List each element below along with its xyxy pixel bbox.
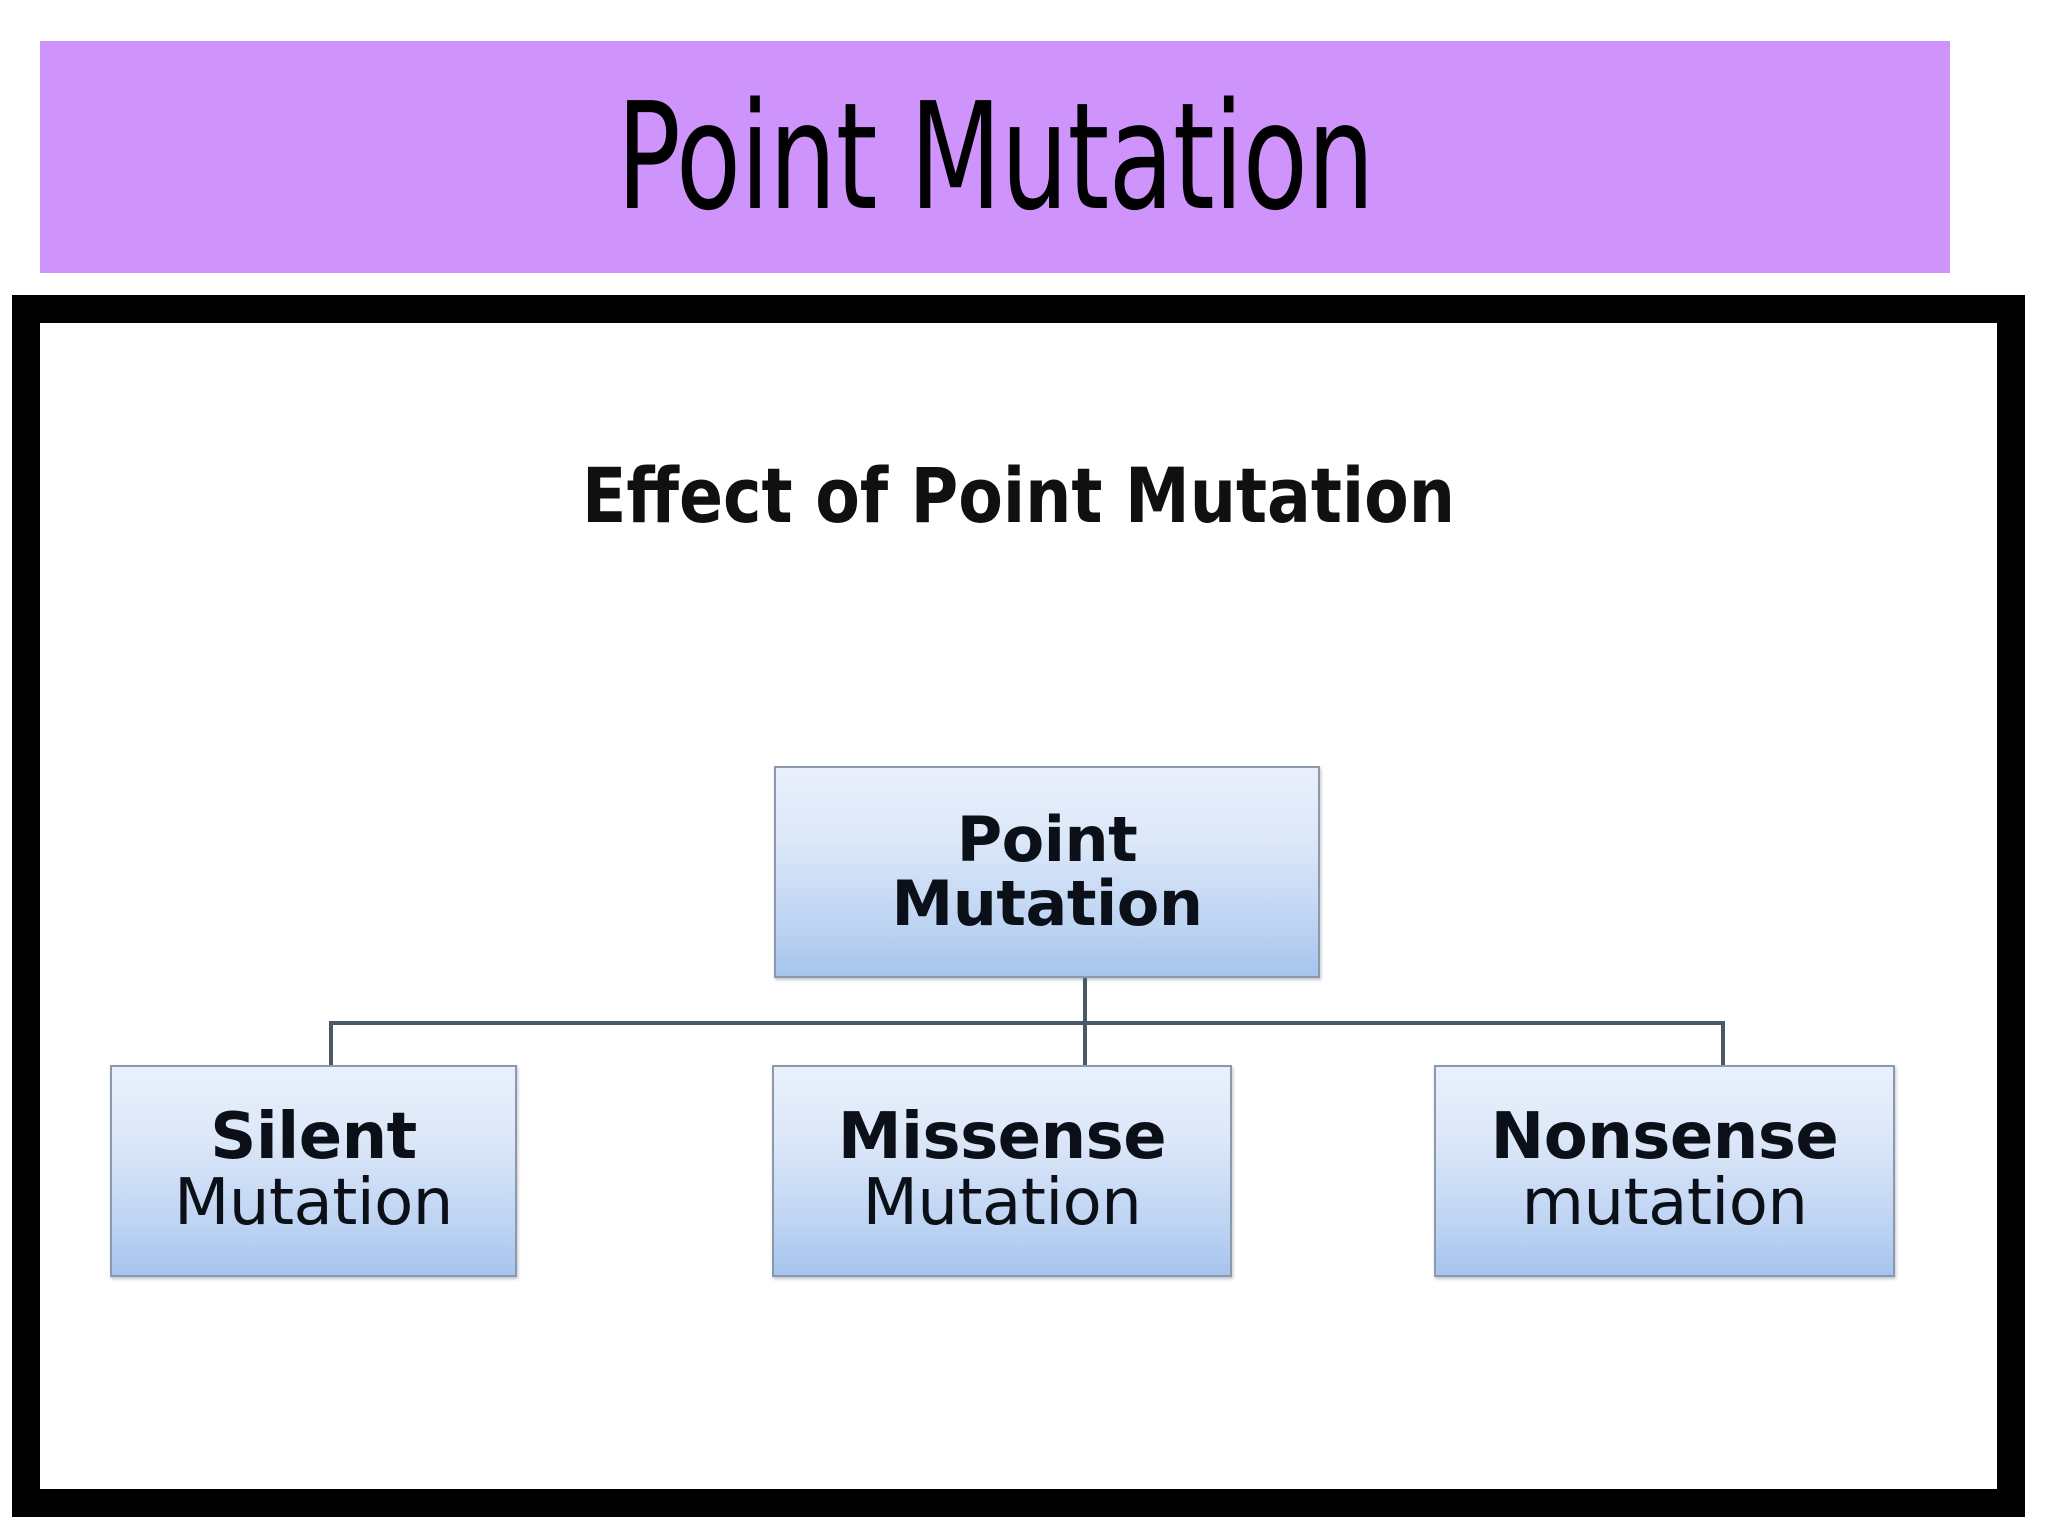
diagram-image-frame: Effect of Point Mutation Point Mutation … bbox=[12, 295, 2025, 1517]
diagram-heading: Effect of Point Mutation bbox=[581, 451, 1456, 540]
diagram-canvas: Effect of Point Mutation Point Mutation … bbox=[40, 323, 1997, 1489]
connector-drop-silent bbox=[329, 1021, 333, 1067]
flow-box-line-1: Missense bbox=[837, 1100, 1167, 1175]
flow-box-nonsense-mutation[interactable]: Nonsense mutation bbox=[1434, 1065, 1895, 1277]
flow-box-line-2: mutation bbox=[1521, 1166, 1808, 1240]
slide-title-banner: Point Mutation bbox=[40, 41, 1950, 273]
connector-drop-nonsense bbox=[1721, 1021, 1725, 1067]
connector-elbow-silent bbox=[329, 1021, 407, 1025]
connector-root-stem bbox=[1083, 978, 1087, 1024]
flow-box-line-1: Nonsense bbox=[1490, 1100, 1839, 1175]
page-title: Point Mutation bbox=[616, 71, 1374, 243]
flow-box-line-1: Point bbox=[956, 803, 1138, 877]
flow-box-line-2: Mutation bbox=[862, 1166, 1142, 1240]
flow-box-line-2: Mutation bbox=[174, 1166, 453, 1240]
flow-box-line-2: Mutation bbox=[891, 867, 1203, 940]
flow-box-missense-mutation[interactable]: Missense Mutation bbox=[772, 1065, 1232, 1277]
flow-box-silent-mutation[interactable]: Silent Mutation bbox=[110, 1065, 517, 1277]
flow-box-line-1: Silent bbox=[210, 1100, 417, 1175]
connector-horizontal-bus bbox=[403, 1021, 1725, 1025]
flow-box-point-mutation[interactable]: Point Mutation bbox=[774, 766, 1320, 978]
connector-drop-missense bbox=[1083, 1021, 1087, 1067]
